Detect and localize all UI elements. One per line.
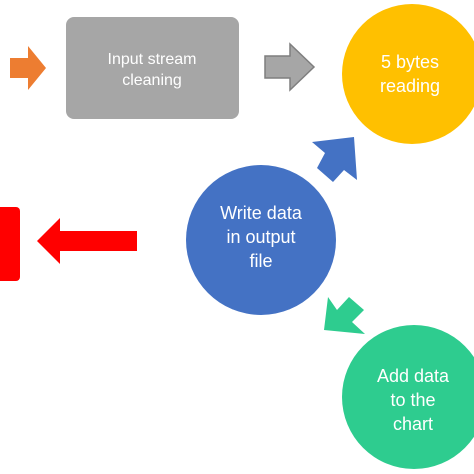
blue-arrow xyxy=(312,137,357,182)
add-data-label-line-1: Add data xyxy=(377,366,450,386)
input-stream-cleaning-box xyxy=(66,17,239,119)
add-data-node: Add data to the chart xyxy=(342,325,474,469)
gray-arrow xyxy=(264,42,316,92)
add-data-label-line-2: to the xyxy=(390,390,435,410)
write-data-circle xyxy=(186,165,336,315)
write-data-label-line-2: in output xyxy=(226,227,295,247)
bytes-reading-circle xyxy=(342,4,474,144)
bytes-reading-node: 5 bytes reading xyxy=(342,4,474,144)
write-data-node: Write data in output file xyxy=(186,165,336,315)
red-arrow xyxy=(37,218,137,264)
bytes-reading-label-line-1: 5 bytes xyxy=(381,52,439,72)
input-stream-cleaning-label-line-1: Input stream xyxy=(108,51,197,68)
orange-arrow xyxy=(10,46,46,90)
left-red-block xyxy=(0,207,20,281)
bytes-reading-label-line-2: reading xyxy=(380,76,440,96)
add-data-circle xyxy=(342,325,474,469)
input-stream-cleaning-node: Input stream cleaning xyxy=(66,17,239,119)
write-data-label-line-1: Write data xyxy=(220,203,303,223)
green-arrow xyxy=(324,297,365,334)
input-stream-cleaning-label-line-2: cleaning xyxy=(122,72,182,89)
add-data-label-line-3: chart xyxy=(393,414,433,434)
write-data-label-line-3: file xyxy=(249,251,272,271)
